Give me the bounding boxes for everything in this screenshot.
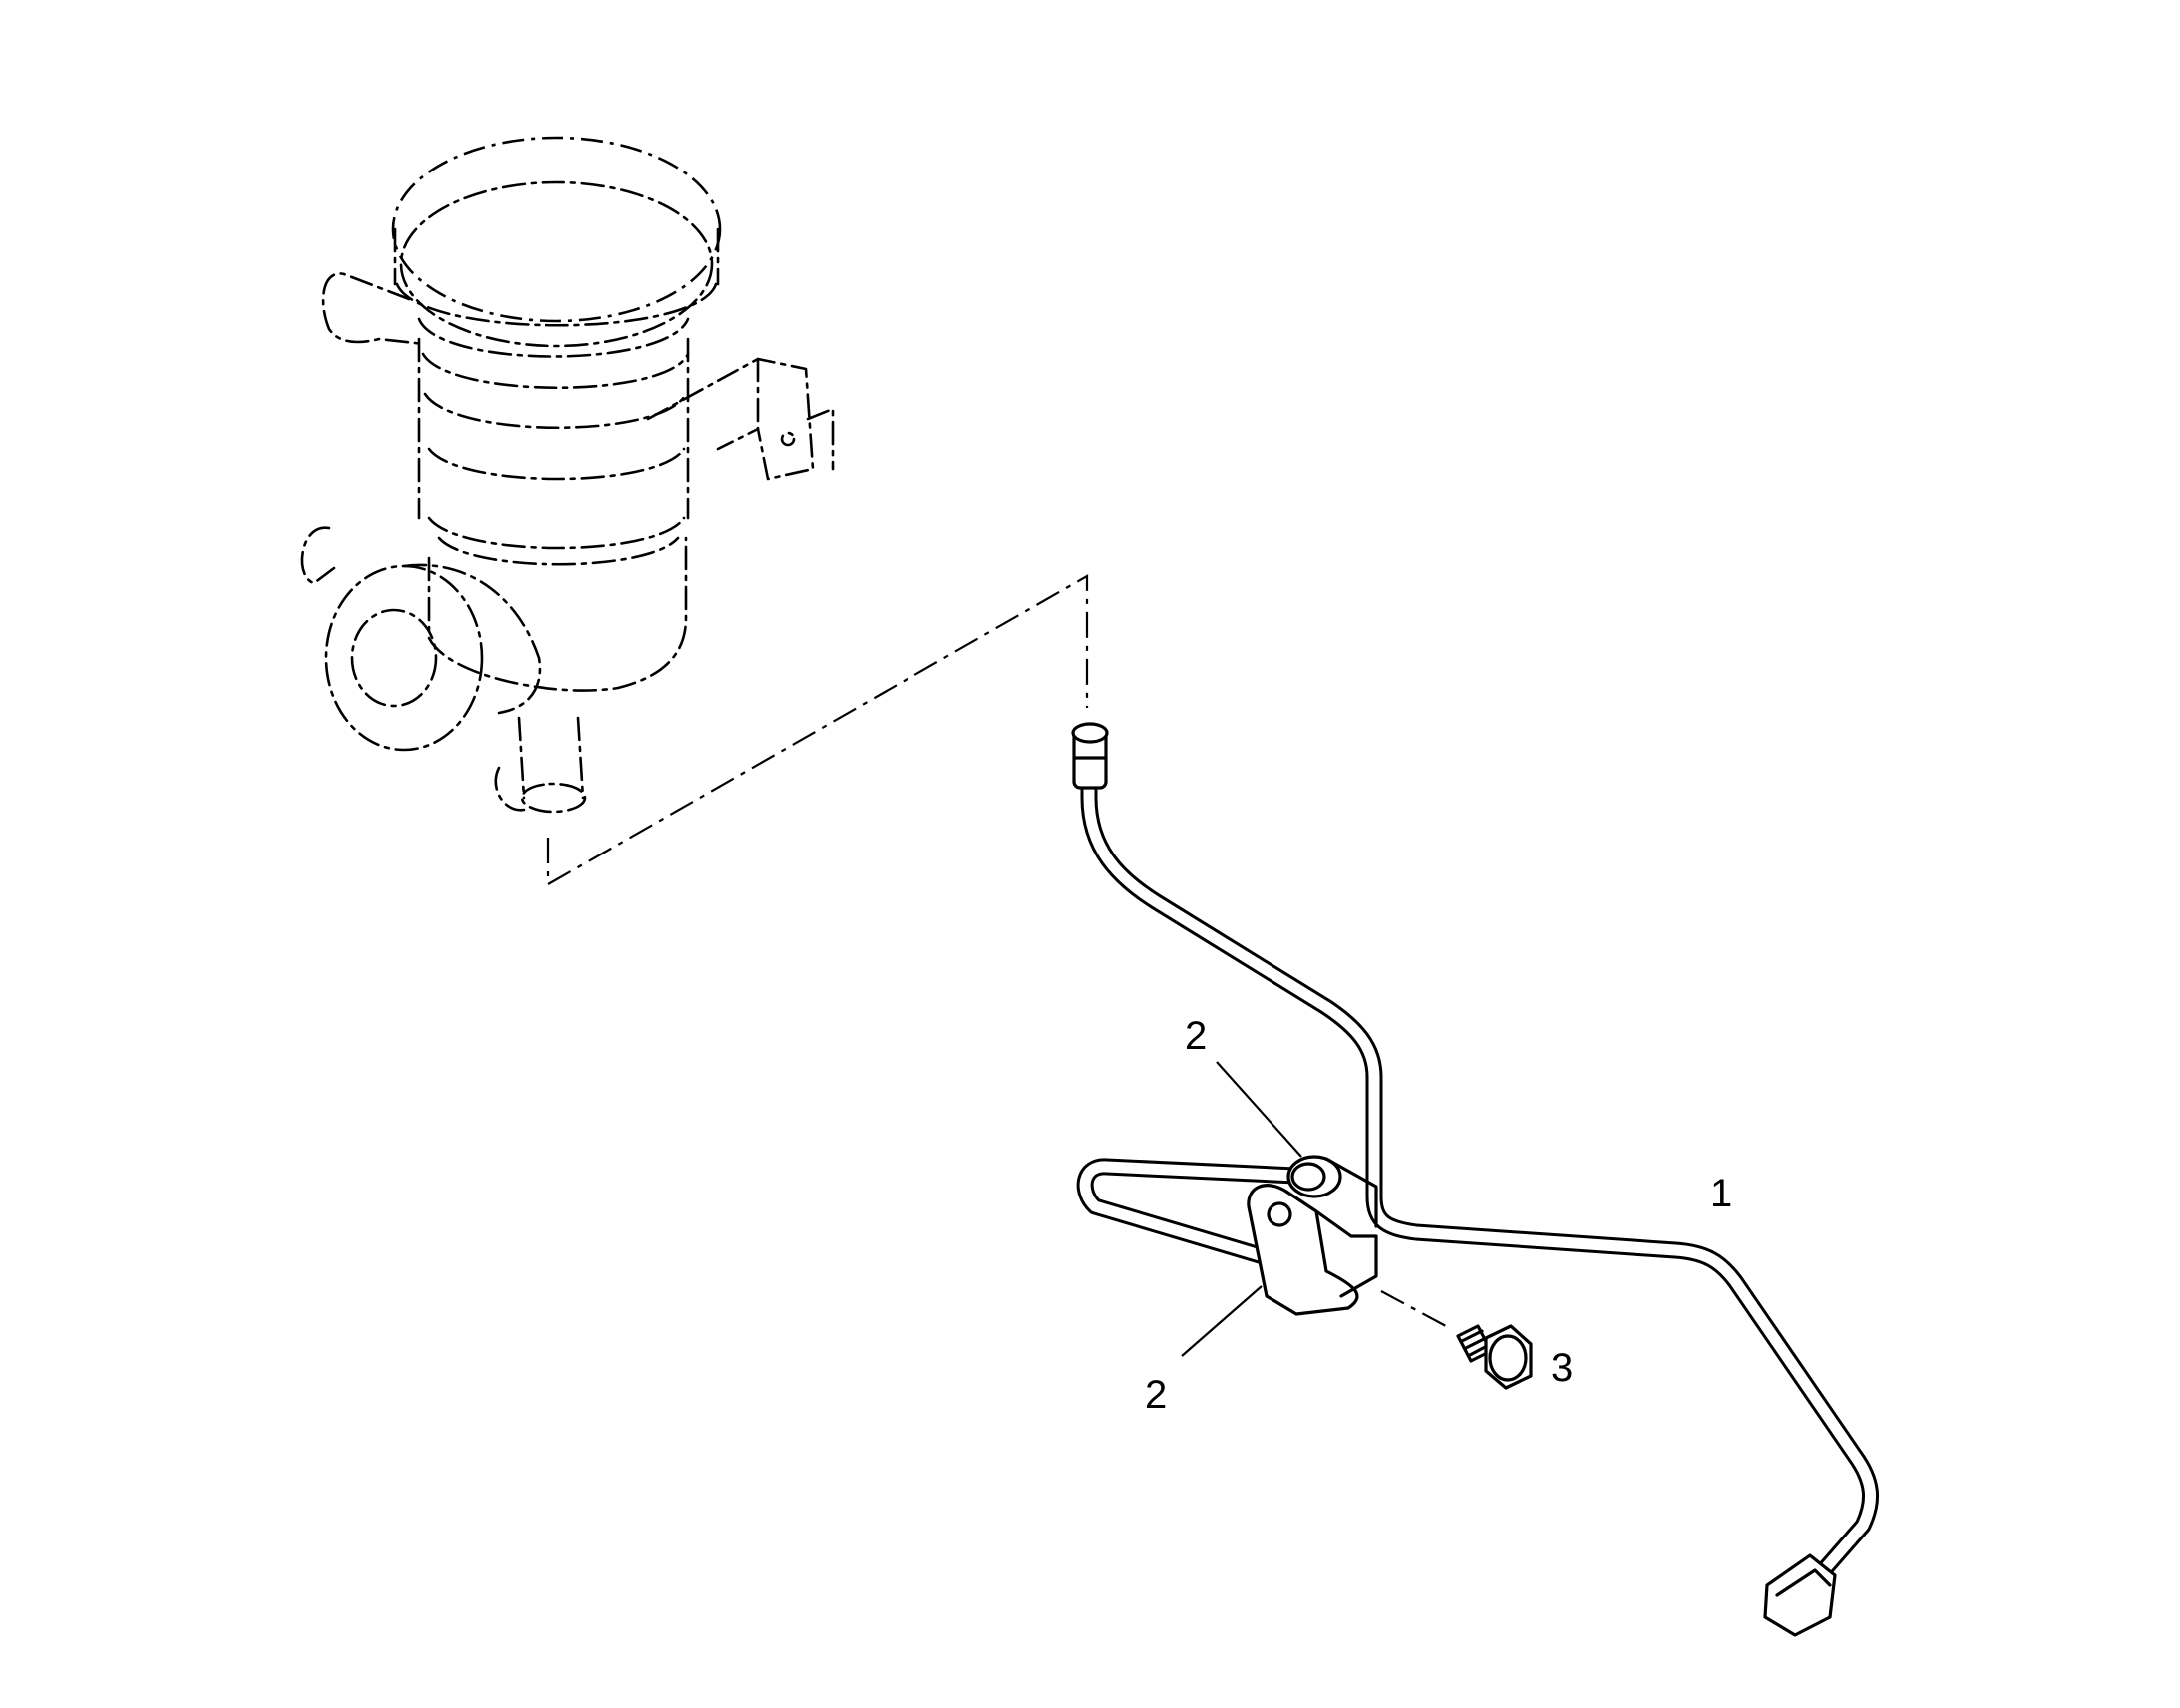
reservoir-phantom	[300, 136, 1089, 886]
leader-clamp-upper	[1216, 1061, 1302, 1158]
clamp-lower[interactable]	[1247, 1184, 1378, 1316]
callout-clamp-lower: 2	[1145, 1373, 1167, 1417]
callout-tube: 1	[1710, 1172, 1732, 1215]
bolt[interactable]	[1380, 1290, 1533, 1390]
leader-clamp-lower	[1181, 1285, 1263, 1357]
fuel-tube[interactable]	[1071, 722, 1880, 1637]
callout-clamp-upper: 2	[1185, 1014, 1207, 1058]
callout-bolt: 3	[1551, 1346, 1573, 1390]
clamp-upper[interactable]	[1286, 1155, 1378, 1228]
